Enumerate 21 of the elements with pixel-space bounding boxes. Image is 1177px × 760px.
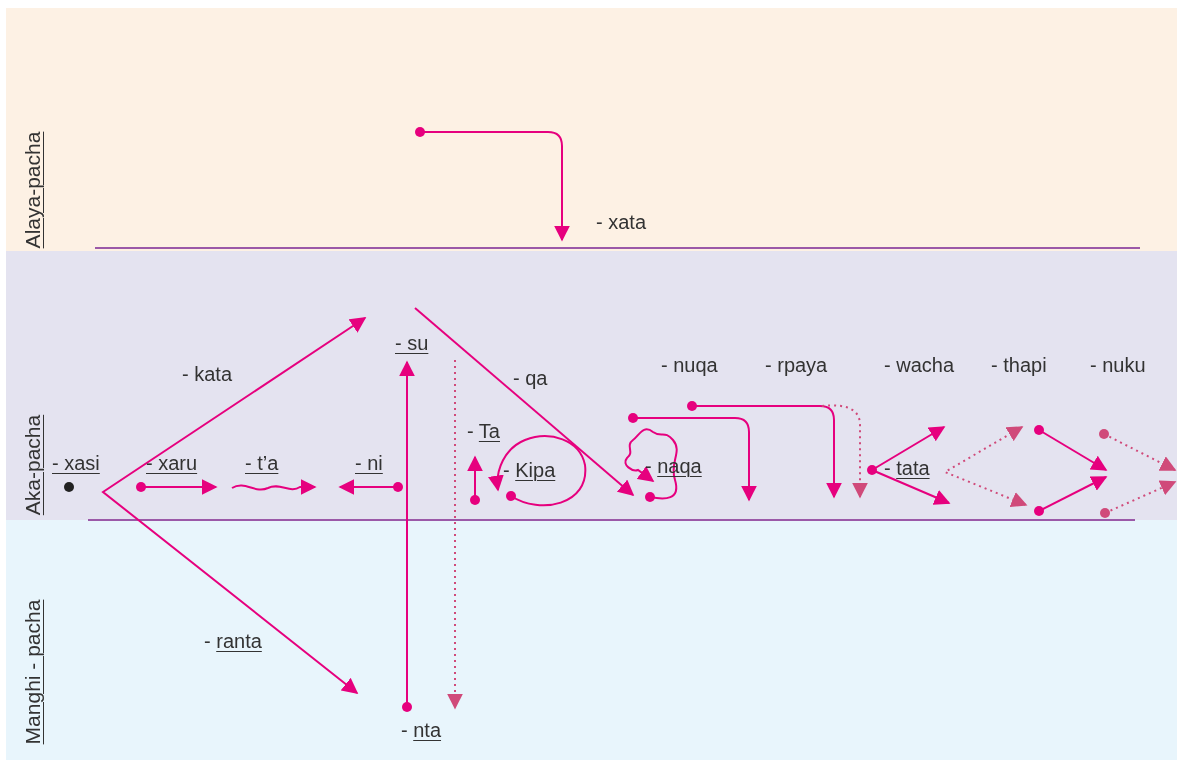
suffix-label: - nuku <box>1090 353 1146 377</box>
suffix-label: - xasi <box>52 451 100 475</box>
suffix-label: - qa <box>513 366 548 390</box>
suffix-label: - tata <box>884 456 930 480</box>
zone-label: Manghi - pacha <box>21 599 45 745</box>
suffix-label: - Kipa <box>503 458 556 482</box>
suffix-label: - kata <box>182 362 233 386</box>
zone-label: Aka-pacha <box>21 414 45 516</box>
suffix-label: - t’a <box>245 451 279 475</box>
suffix-label: - rpaya <box>765 353 828 377</box>
suffix-label: - ranta <box>204 629 262 653</box>
suffix-label: - thapi <box>991 353 1047 377</box>
suffix-label: - nta <box>401 718 442 742</box>
zone-label: Alaya-pacha <box>21 131 45 249</box>
suffix-label: - nuqa <box>661 353 718 377</box>
suffix-label: - su <box>395 331 429 355</box>
suffix-label: - xaru <box>146 451 198 475</box>
suffix-label: - wacha <box>884 353 955 377</box>
suffix-label: - Ta <box>467 419 500 443</box>
suffix-label: - ni <box>355 451 383 475</box>
suffix-label: - xata <box>596 210 647 234</box>
